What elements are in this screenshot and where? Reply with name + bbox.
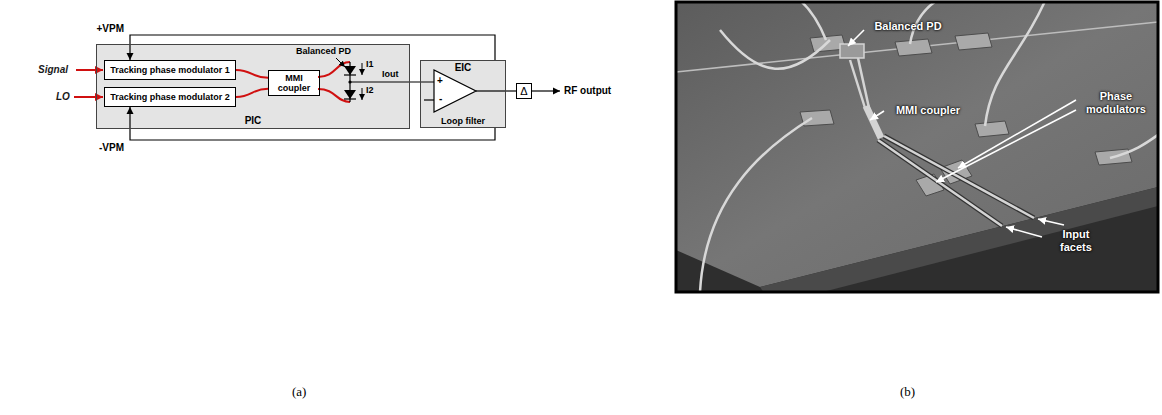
chip-facet [760,187,1158,292]
rf-output-arrow [532,90,560,91]
photo-callout: Balanced PD [868,20,948,33]
bond-wire [985,2,1050,126]
current-name: I1 [366,59,374,69]
pic-chip-box: PIC Tracking phase modulator 1 Tracking ph… [96,44,410,129]
waveguide [858,58,869,108]
connector [236,89,268,97]
box-fill [420,60,506,128]
waveguide-trenches [878,136,1034,226]
callout-arrow [870,111,884,120]
box-fill [268,70,320,96]
opamp-output-wire [476,90,506,91]
box-fill [516,83,532,99]
panel-label: (a) [292,384,306,400]
bond-wire [1110,130,1158,158]
box-fill [104,87,236,107]
node-text: Δ [520,86,527,97]
current-arrow [362,88,363,100]
edge-label: -VPM [99,142,124,153]
photo-frame [676,2,1158,292]
connector [130,35,495,60]
part-name: Balanced PD [296,46,351,56]
bond-pad [895,39,932,56]
connector [506,90,516,91]
box-fill [104,60,236,80]
opamp-input-wire [424,99,434,100]
photodiode-symbol [344,66,356,75]
photodiode-bar [344,98,356,99]
connector [130,107,495,140]
edge-label: +VPM [96,23,124,34]
block-diagram-parts [74,58,560,112]
photodiode-symbol [344,90,356,99]
node-text: Loop filter [441,116,485,126]
bond-wire [760,2,826,40]
callout-arrows [848,30,1076,237]
signal-arrow [76,69,103,71]
photodiode-bar [344,74,356,75]
sem-photo [676,2,1158,292]
waveguide [884,136,1034,218]
box-fills [96,44,532,129]
node-text: EIC [455,62,472,73]
photo-callout: MMI coupler [888,104,968,117]
signal-name: LO [56,91,70,102]
photo-callout: Phase modulators [1080,90,1152,115]
bond-pad [955,33,992,50]
signal-name: Signal [38,64,68,75]
callout-arrow [1006,227,1042,237]
current-name: Iout [382,69,399,79]
process-box: Tracking phase modulator 1 [104,60,236,80]
current-name: I2 [366,85,374,95]
chip-surface [676,2,1158,287]
connector [236,70,268,78]
delta-box: Δ [516,83,532,99]
trench [884,136,1034,218]
current-arrow [362,63,363,75]
photodiode-mesa [840,44,864,58]
bond-wires [700,2,1158,292]
panel-label: (b) [900,384,915,400]
callout-arrow [936,110,1076,182]
process-box: Tracking phase modulator 2 [104,87,236,107]
node-text: Tracking phase modulator 1 [110,65,230,75]
pin-name: - [439,93,442,104]
signal-name: RF output [564,85,611,96]
pin-name: + [437,75,443,86]
callout-arrow [1038,219,1064,225]
callout-arrow [958,100,1076,168]
lo-arrow [74,96,103,98]
leader-arrow [336,58,345,67]
node-text: PIC [245,115,262,126]
eic-chip-box: EIC Loop filter [420,60,506,128]
iout-wire [350,81,434,82]
node-text: MMI coupler [272,73,316,93]
process-box: MMI coupler [268,70,320,96]
mmi-section [866,106,881,138]
bond-wire [720,30,830,69]
box-fill [96,44,410,129]
bond-wire [700,118,812,292]
callout-arrow [848,30,864,46]
node-text: Tracking phase modulator 2 [110,92,230,102]
opamp-symbol [434,70,476,112]
photo-callout: Input facets [1046,228,1106,253]
bond-pad [975,121,1009,137]
bond-pads [800,33,1132,196]
